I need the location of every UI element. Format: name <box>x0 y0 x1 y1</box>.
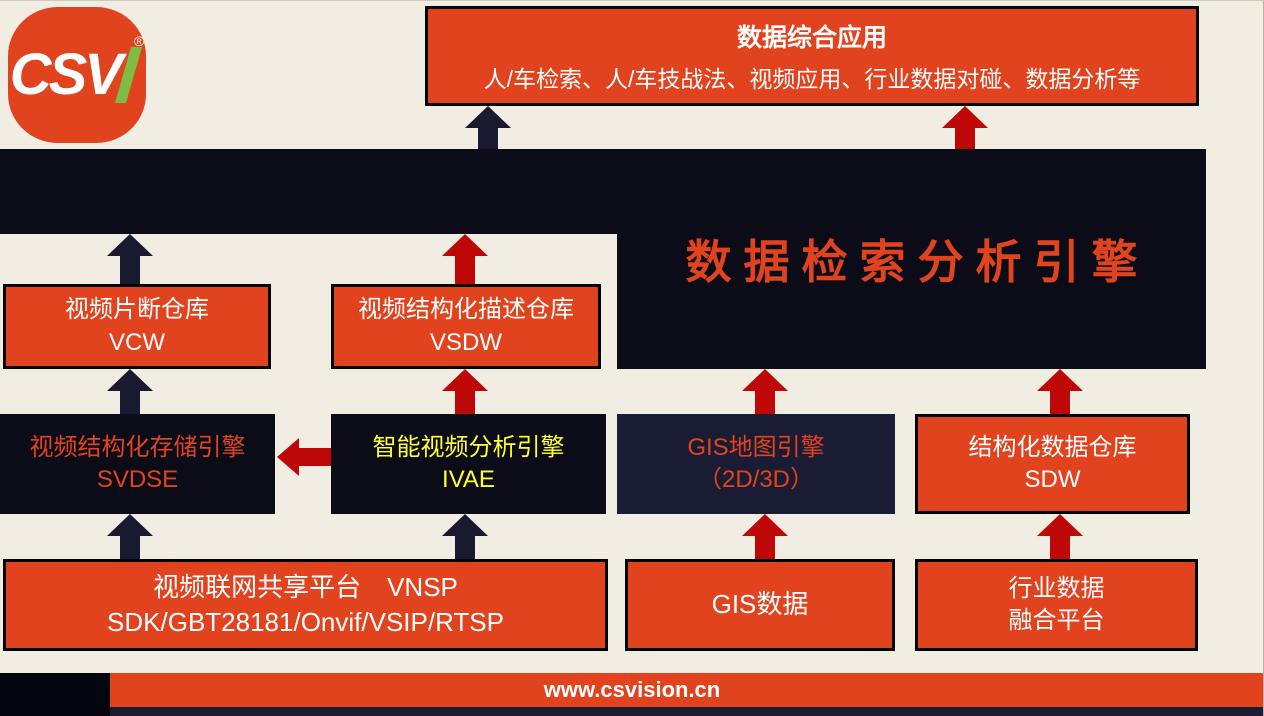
arrow-head <box>107 514 153 536</box>
arrow-shaft <box>299 448 331 466</box>
arrow-vnsp-to-ivae-dark <box>442 514 488 559</box>
sdw-label: 结构化数据仓库 <box>968 433 1137 461</box>
arrow-engine-to-application-red <box>942 106 988 149</box>
industry-data-label: 行业数据 <box>1008 574 1105 602</box>
arrow-shaft <box>455 536 475 559</box>
vnsp-protocols: SDK/GBT28181/Onvif/VSIP/RTSP <box>107 607 504 637</box>
box-sdw: 结构化数据仓库 SDW <box>915 414 1190 514</box>
arrow-gis-data-to-gis-engine-red <box>742 514 788 559</box>
box-gis-engine: GIS地图引擎 （2D/3D） <box>617 414 895 514</box>
arrow-head <box>465 106 511 128</box>
gis-engine-label: GIS地图引擎 <box>687 433 825 461</box>
arrow-head <box>107 234 153 256</box>
arrow-shaft <box>478 128 498 149</box>
arrow-head <box>442 234 488 256</box>
box-gis-data: GIS数据 <box>625 559 895 651</box>
arrow-industry-to-sdw-red <box>1037 514 1083 559</box>
box-svdse: 视频结构化存储引擎 SVDSE <box>0 414 275 514</box>
ivae-abbr: IVAE <box>442 466 495 493</box>
arrow-head <box>742 369 788 391</box>
arrow-ivae-to-svdse-red <box>277 438 331 476</box>
arrow-vsdw-to-band-red <box>442 234 488 284</box>
arrow-ivae-to-vsdw-red <box>442 369 488 414</box>
arrow-shaft <box>755 536 775 559</box>
arrow-head <box>107 369 153 391</box>
data-application-box: 数据综合应用 人/车检索、人/车技战法、视频应用、行业数据对碰、数据分析等 <box>425 6 1199 106</box>
svdse-label: 视频结构化存储引擎 <box>29 433 246 461</box>
arrow-shaft <box>1050 391 1070 414</box>
arrow-vnsp-to-svdse-dark <box>107 514 153 559</box>
arrow-head <box>1037 514 1083 536</box>
logo-text-cs: CS <box>9 42 88 107</box>
logo-text-v: V <box>84 42 123 107</box>
gis-engine-sub: （2D/3D） <box>697 466 815 493</box>
vsdw-abbr: VSDW <box>430 328 502 356</box>
svdse-abbr: SVDSE <box>96 466 179 493</box>
arrow-shaft <box>120 256 140 284</box>
vnsp-label: 视频联网共享平台 VNSP <box>153 571 458 602</box>
data-application-title: 数据综合应用 <box>736 24 887 52</box>
footer-black-block <box>0 673 110 716</box>
industry-data-sub: 融合平台 <box>1008 607 1105 634</box>
arrow-gis-engine-to-engine-red <box>742 369 788 414</box>
arrow-band-to-application-dark <box>465 106 511 149</box>
sdw-abbr: SDW <box>1024 466 1081 493</box>
arrow-head <box>442 514 488 536</box>
arrow-shaft <box>455 256 475 284</box>
arrow-svdse-to-vcw-dark <box>107 369 153 414</box>
arrow-shaft <box>120 536 140 559</box>
data-application-subtitle: 人/车检索、人/车技战法、视频应用、行业数据对碰、数据分析等 <box>483 66 1141 92</box>
arrow-shaft <box>955 128 975 149</box>
footer-orange-bar <box>110 673 1263 707</box>
vsdw-label: 视频结构化描述仓库 <box>358 296 574 324</box>
arrow-shaft <box>455 391 475 414</box>
arrow-sdw-to-engine-red <box>1037 369 1083 414</box>
arrow-vcw-to-band-dark <box>107 234 153 284</box>
ivae-label: 智能视频分析引擎 <box>372 433 565 461</box>
vcw-label: 视频片断仓库 <box>65 296 209 324</box>
gis-data-label: GIS数据 <box>711 589 809 620</box>
footer-website-url: www.csvision.cn <box>543 677 721 702</box>
arrow-head <box>942 106 988 128</box>
arrow-head <box>1037 369 1083 391</box>
arrow-head <box>442 369 488 391</box>
arrow-shaft <box>755 391 775 414</box>
box-vnsp: 视频联网共享平台 VNSP SDK/GBT28181/Onvif/VSIP/RT… <box>3 559 608 651</box>
box-industry-data: 行业数据 融合平台 <box>915 559 1198 651</box>
retrieval-analysis-engine-box: 数据检索分析引擎 <box>617 149 1206 369</box>
arrow-shaft <box>1050 536 1070 559</box>
box-ivae: 智能视频分析引擎 IVAE <box>331 414 606 514</box>
vcw-abbr: VCW <box>109 328 165 356</box>
footer-navy-strip <box>110 707 1263 716</box>
arrow-head <box>277 438 299 476</box>
box-vsdw: 视频结构化描述仓库 VSDW <box>331 284 601 369</box>
arrow-head <box>742 514 788 536</box>
arrow-shaft <box>120 391 140 414</box>
retrieval-analysis-engine-title: 数据检索分析引擎 <box>685 236 1150 288</box>
registered-mark: ® <box>133 33 145 49</box>
box-vcw: 视频片断仓库 VCW <box>3 284 271 369</box>
